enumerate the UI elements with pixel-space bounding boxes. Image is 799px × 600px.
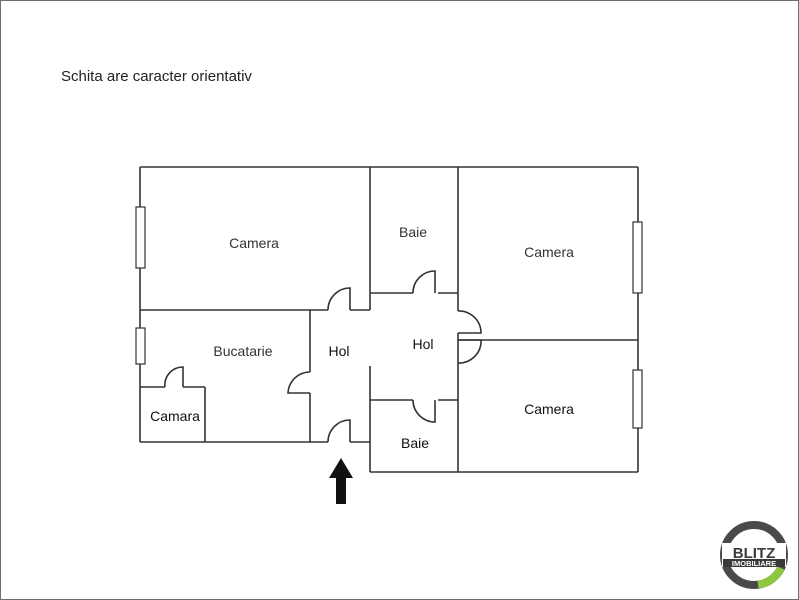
room-label-baie-bottom: Baie bbox=[401, 435, 429, 451]
logo-text-imobiliare: IMOBILIARE bbox=[732, 559, 776, 568]
disclaimer-note: Schita are caracter orientativ bbox=[61, 68, 252, 85]
window bbox=[135, 206, 146, 269]
room-label-hol-right: Hol bbox=[412, 336, 433, 352]
room-label-camera-bottom-right: Camera bbox=[524, 401, 574, 417]
window bbox=[632, 369, 643, 429]
window bbox=[135, 327, 146, 365]
room-label-hol-left: Hol bbox=[328, 343, 349, 359]
logo-text-blitz: BLITZ bbox=[733, 545, 776, 562]
room-label-camera-top-left: Camera bbox=[229, 235, 279, 251]
window bbox=[632, 221, 643, 294]
arrow-up-icon bbox=[329, 458, 353, 504]
room-label-camera-top-right: Camera bbox=[524, 244, 574, 260]
blitz-imobiliare-logo: BLITZ IMOBILIARE bbox=[718, 519, 790, 591]
room-label-baie-top: Baie bbox=[399, 224, 427, 240]
room-label-camara: Camara bbox=[150, 408, 200, 424]
room-label-bucatarie: Bucatarie bbox=[213, 343, 272, 359]
